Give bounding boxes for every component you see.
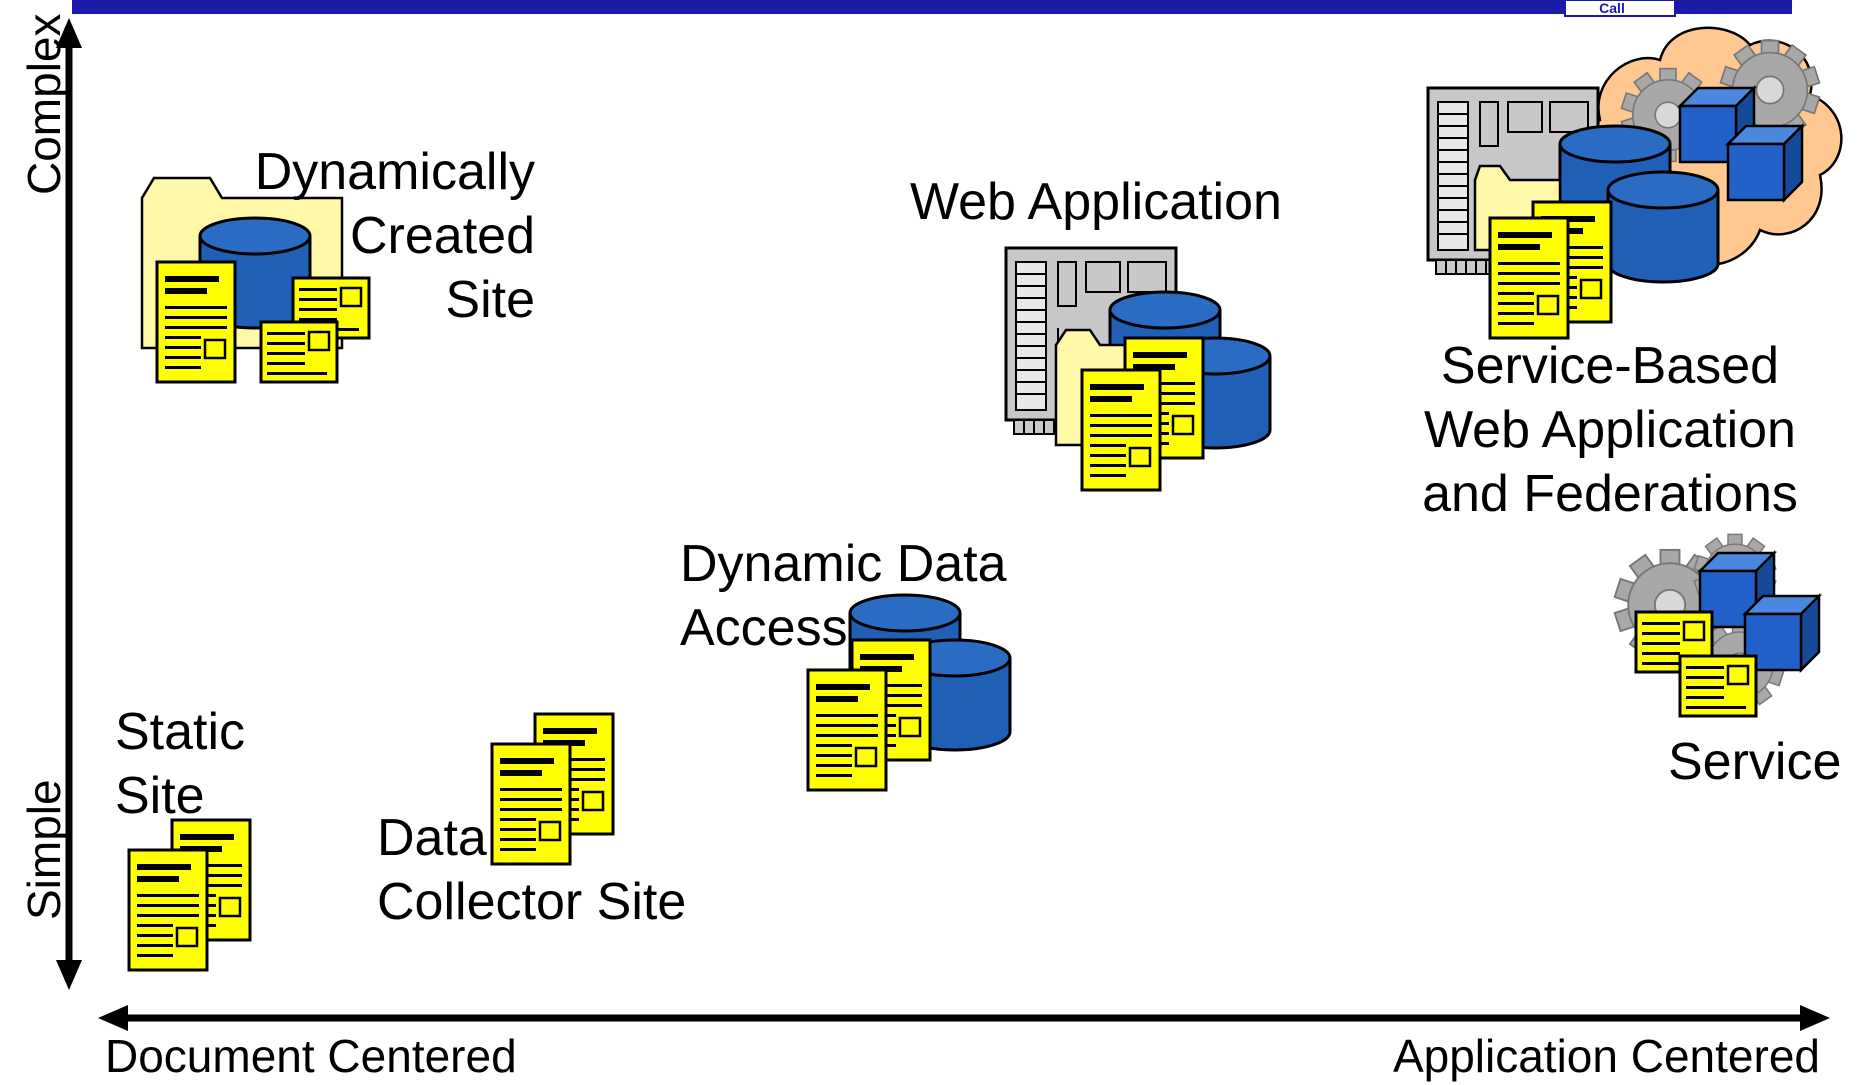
header-bar	[72, 0, 1792, 14]
x-axis-label-right: Application Centered	[1392, 1030, 1820, 1082]
service-based-icon	[1426, 26, 1843, 340]
service-icon	[1613, 533, 1821, 718]
static-site-icon	[127, 818, 252, 972]
web-application-icon	[1004, 246, 1272, 492]
logo-box	[1564, 0, 1676, 17]
y-axis-arrow-top	[56, 18, 82, 48]
label-service: Service	[1668, 733, 1842, 791]
label-service-based: Service-Based Web Application and Federa…	[1422, 337, 1798, 523]
logo-text: Call	[1599, 0, 1625, 16]
x-axis-label-left: Document Centered	[105, 1030, 517, 1082]
label-web-application: Web Application	[910, 173, 1282, 231]
y-axis-label-top: Complex	[18, 13, 70, 195]
label-dynamically-created-site: Dynamically Created Site	[254, 143, 535, 329]
x-axis-arrow-left	[98, 1005, 128, 1031]
x-axis-arrow-right	[1800, 1005, 1830, 1031]
label-dynamic-data-access: Dynamic Data Access	[680, 535, 1007, 657]
y-axis-label-bottom: Simple	[18, 779, 70, 920]
label-data-collector-site: Data Collector Site	[377, 809, 687, 931]
label-static-site: Static Site	[115, 703, 246, 825]
y-axis-arrow-bottom	[56, 960, 82, 990]
